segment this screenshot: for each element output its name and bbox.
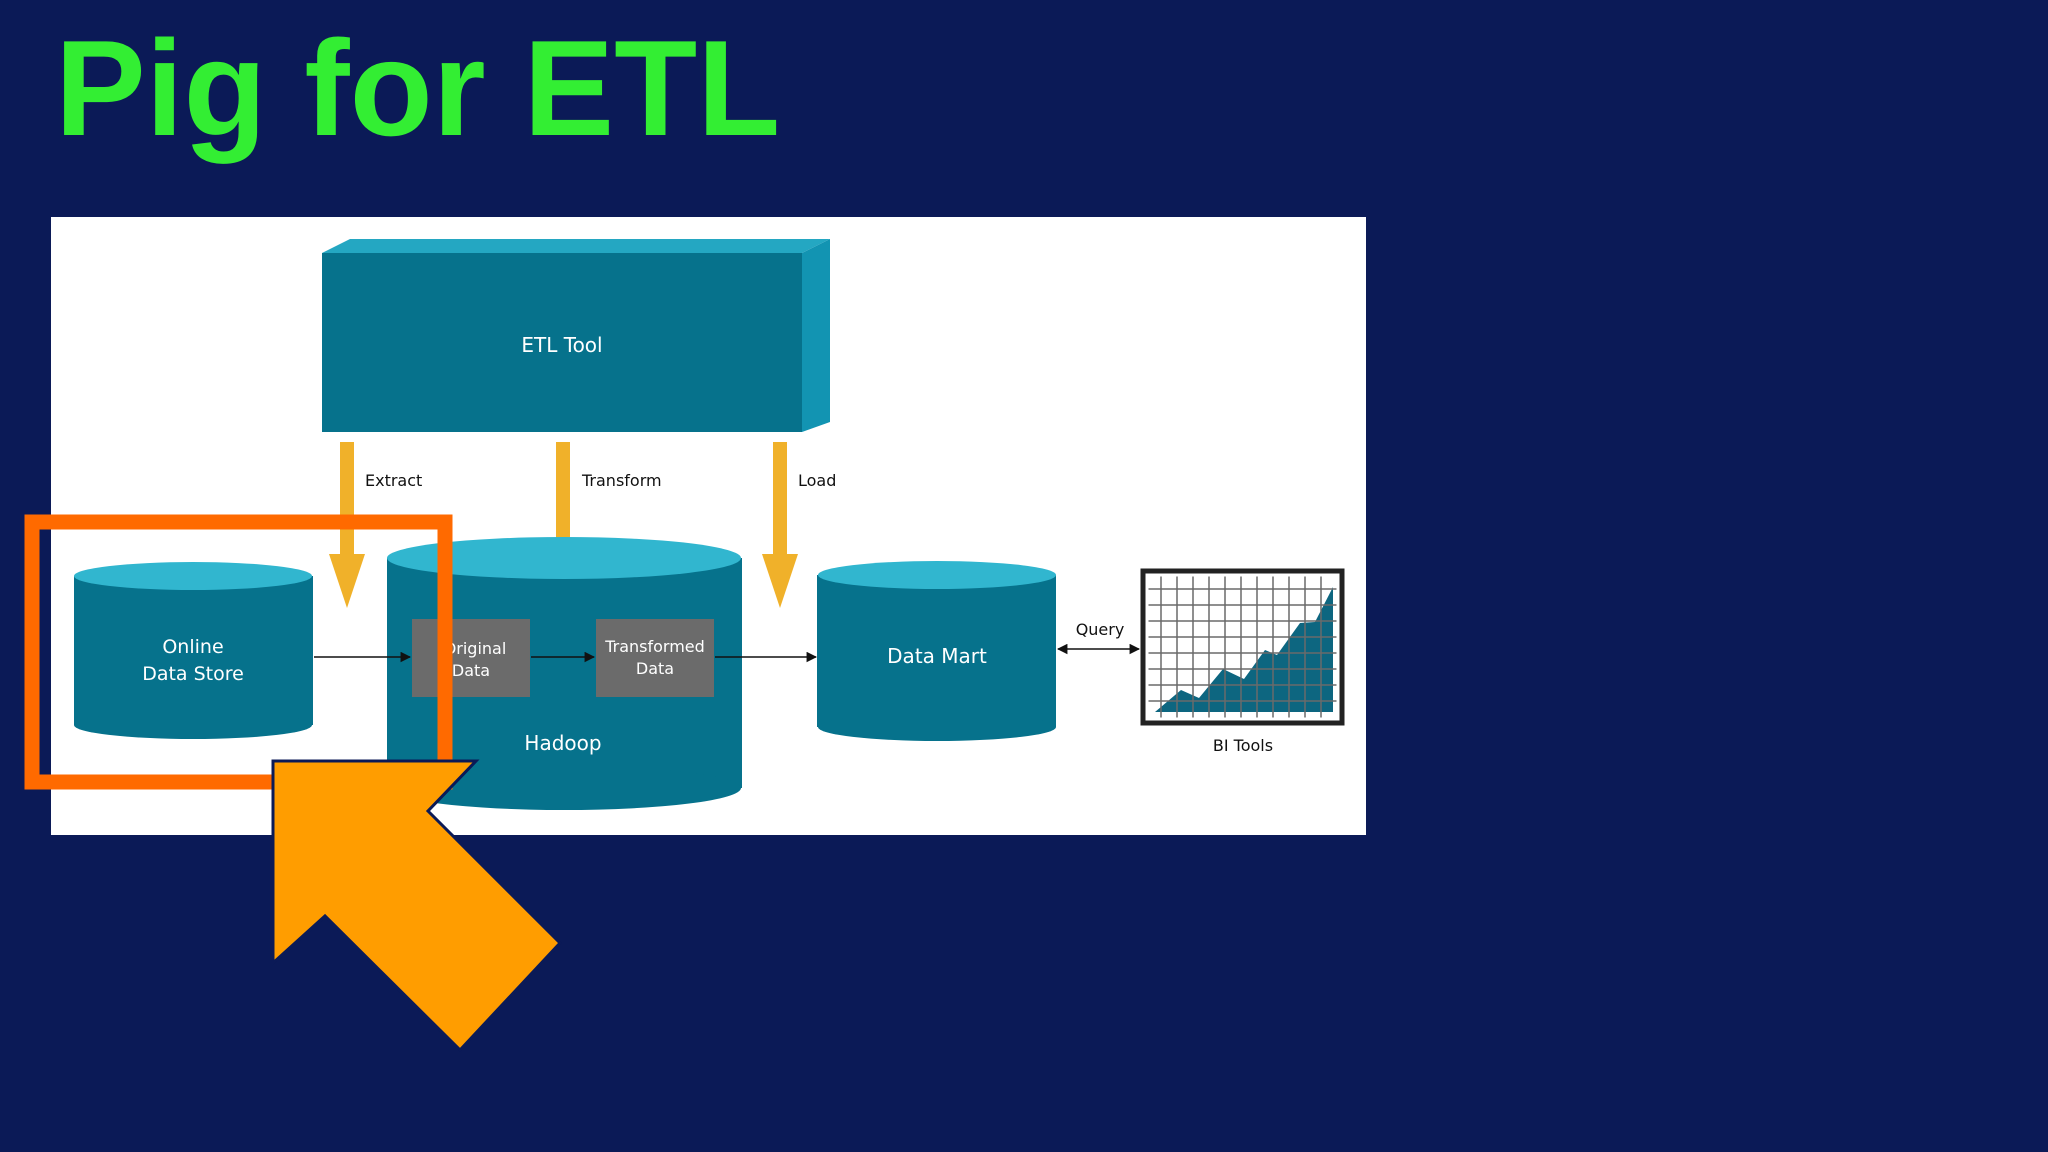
etl-diagram-svg: ETL Tool Extract Transform Load Online D… xyxy=(74,239,1345,810)
slide-title: Pig for ETL xyxy=(55,12,781,164)
data-mart-label: Data Mart xyxy=(887,644,987,668)
load-label: Load xyxy=(798,471,836,490)
original-data-box: Original Data xyxy=(412,619,530,697)
etl-tool-label: ETL Tool xyxy=(521,333,602,357)
extract-arrow xyxy=(329,442,365,608)
bi-tools-grid xyxy=(1147,575,1338,719)
data-mart-cylinder: Data Mart xyxy=(817,561,1056,741)
hadoop-label: Hadoop xyxy=(524,731,601,755)
transformed-data-line1: Transformed xyxy=(604,637,705,656)
original-data-line2: Data xyxy=(452,661,490,680)
transformed-data-line2: Data xyxy=(636,659,674,678)
online-data-store-line1: Online xyxy=(162,636,223,658)
etl-diagram: ETL Tool Extract Transform Load Online D… xyxy=(51,217,1366,835)
transformed-data-box: Transformed Data xyxy=(596,619,714,697)
query-label: Query xyxy=(1076,620,1125,639)
original-data-line1: Original xyxy=(444,639,507,658)
bi-tools-label: BI Tools xyxy=(1213,736,1273,755)
extract-label: Extract xyxy=(365,471,422,490)
online-data-store-cylinder: Online Data Store xyxy=(74,562,313,739)
etl-tool-block: ETL Tool xyxy=(322,239,830,432)
load-arrow xyxy=(762,442,798,608)
bi-tools-chart-icon xyxy=(1140,568,1345,726)
transform-label: Transform xyxy=(581,471,662,490)
online-data-store-line2: Data Store xyxy=(142,663,244,685)
